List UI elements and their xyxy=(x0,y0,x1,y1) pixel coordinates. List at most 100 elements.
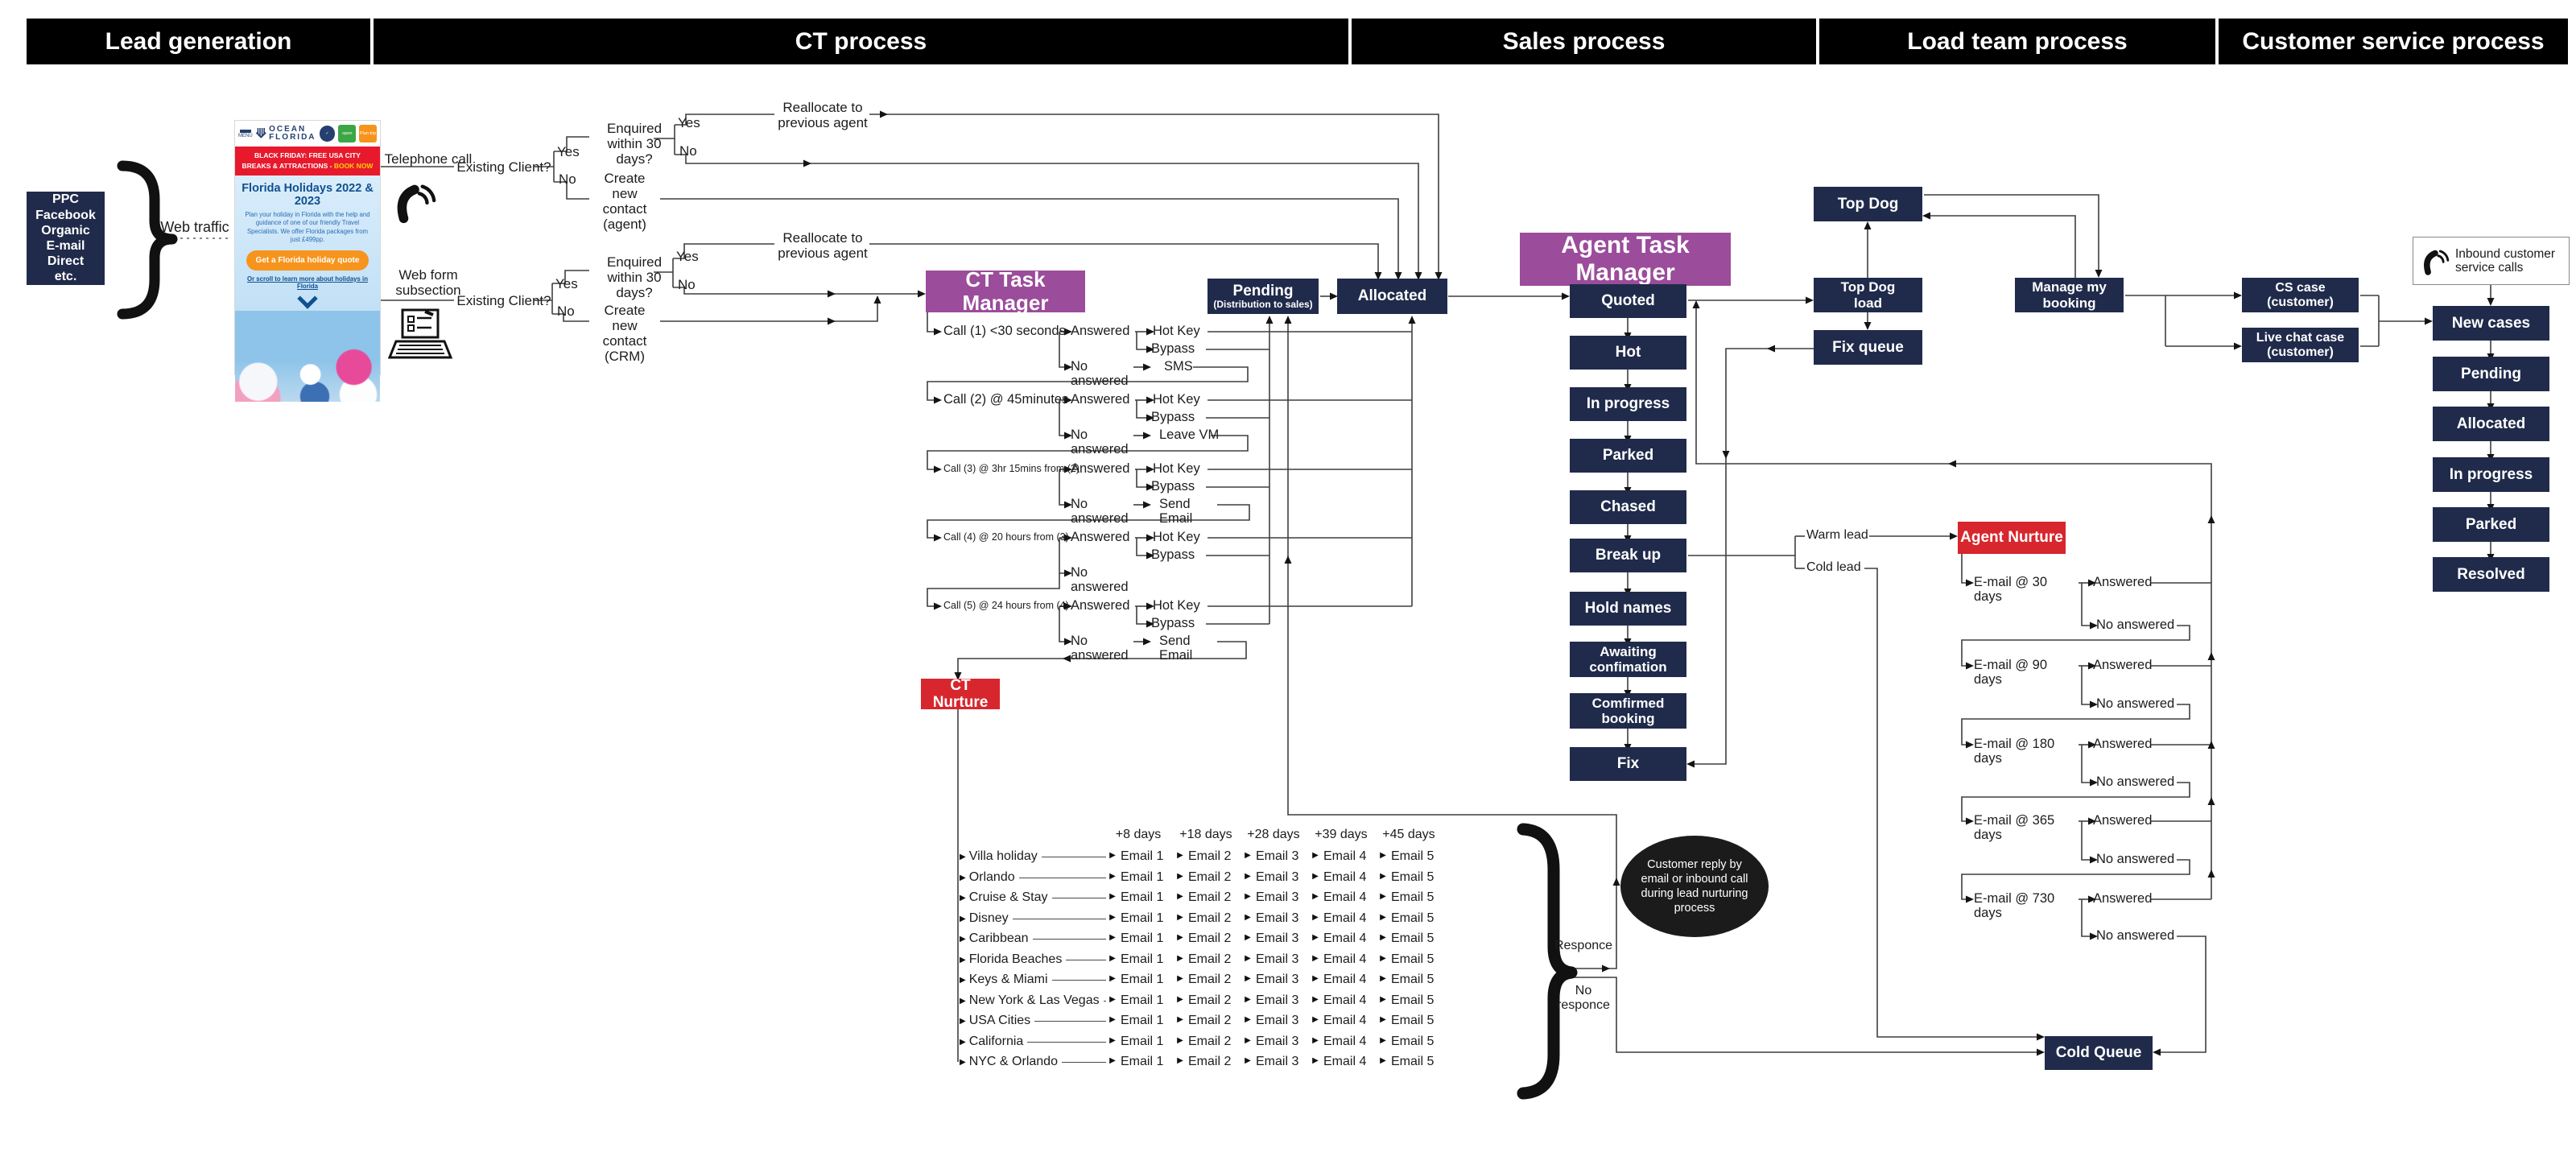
nurture-email-cell: Email 5 xyxy=(1391,1035,1435,1048)
responce-label: Responce xyxy=(1554,939,1613,952)
connector-line xyxy=(1061,1062,1106,1063)
arrow-icon: ▶ xyxy=(1380,974,1386,983)
arrow-icon: ▶ xyxy=(1380,995,1386,1004)
nurture-email-cell: Email 2 xyxy=(1188,952,1232,966)
logo-figure-icon: ⟱ xyxy=(255,127,267,141)
nurture-email-cell: Email 1 xyxy=(1121,911,1164,925)
bypass-label: Bypass xyxy=(1151,410,1195,424)
nurture-row-9: ▶California xyxy=(960,1035,1106,1049)
nurture-row-5: ▶Florida Beaches xyxy=(960,952,1106,967)
arrow-icon: ▶ xyxy=(1109,1015,1116,1024)
arrow-icon: ▶ xyxy=(1312,872,1319,881)
header-load-team-process: Load team process xyxy=(1819,19,2215,64)
nurture-row-8: ▶USA Cities xyxy=(960,1014,1106,1028)
allocated-box: Allocated xyxy=(1337,279,1447,314)
arrow-icon: ▶ xyxy=(1177,1036,1183,1045)
nurture-email-cell: Email 1 xyxy=(1121,1035,1164,1048)
sales-stage-9: Fix xyxy=(1570,747,1686,781)
no-answered-label: No answered xyxy=(2096,852,2175,866)
no-answered-label: No answered xyxy=(2096,696,2175,711)
sales-stage-0: Quoted xyxy=(1570,284,1686,318)
header-sales-process: Sales process xyxy=(1352,19,1816,64)
call-action-label-0: SMS xyxy=(1164,359,1193,374)
no-answered-label: No answered xyxy=(1071,565,1129,595)
web-form-computer-icon xyxy=(388,308,452,359)
arrow-icon: ▶ xyxy=(1109,1036,1116,1045)
arrow-icon: ▶ xyxy=(1245,974,1251,983)
nurture-email-cell: Email 4 xyxy=(1323,849,1367,863)
nurture-email-cell: Email 1 xyxy=(1121,849,1164,863)
connector-line xyxy=(1027,1042,1106,1043)
nurture-row-0: ▶Villa holiday xyxy=(960,849,1106,864)
no-label: No xyxy=(679,143,697,159)
arrow-icon: ▶ xyxy=(960,1057,966,1067)
sales-stage-5: Break up xyxy=(1570,539,1686,572)
yes-label: Yes xyxy=(678,115,700,130)
nurture-row-2: ▶Cruise & Stay xyxy=(960,890,1106,905)
scroll-link: Or scroll to learn more about holidays i… xyxy=(247,275,368,290)
arrow-icon: ▶ xyxy=(1245,1056,1251,1065)
hero-title: Florida Holidays 2022 & 2023 xyxy=(242,181,374,208)
arrow-icon: ▶ xyxy=(1109,974,1116,983)
arrow-icon: ▶ xyxy=(1380,1015,1386,1024)
nurture-destination: Villa holiday xyxy=(968,849,1038,863)
arrow-icon: ▶ xyxy=(960,873,966,882)
arrow-icon: ▶ xyxy=(1380,1056,1386,1065)
quote-button: Get a Florida holiday quote xyxy=(246,250,369,271)
nurture-email-cell: Email 3 xyxy=(1256,911,1299,925)
answered-label: Answered xyxy=(2093,575,2153,589)
nurture-email-cell: Email 4 xyxy=(1323,911,1367,925)
arrow-icon: ▶ xyxy=(1312,974,1319,983)
nurture-email-cell: Email 2 xyxy=(1188,931,1232,945)
arrow-icon: ▶ xyxy=(1109,954,1116,963)
lead-sources-box: PPC Facebook Organic E-mail Direct etc. xyxy=(27,192,105,285)
arrow-icon: ▶ xyxy=(1177,995,1183,1004)
nurture-column-header-1: +18 days xyxy=(1179,828,1232,841)
nurture-row-1: ▶Orlando xyxy=(960,870,1106,885)
existing-client-tel: Existing Client? xyxy=(456,159,551,175)
create-contact-agent: Create new contact (agent) xyxy=(602,171,647,233)
yes-label: Yes xyxy=(557,144,580,159)
sales-stage-1: Hot xyxy=(1570,336,1686,370)
sales-stage-8: Comfirmed booking xyxy=(1570,693,1686,729)
no-answered-label: No answered xyxy=(2096,928,2175,943)
sales-stage-3: Parked xyxy=(1570,439,1686,473)
nurture-email-cell: Email 5 xyxy=(1391,931,1435,945)
cs-stage-4: Parked xyxy=(2433,507,2549,542)
answered-label: Answered xyxy=(1071,324,1130,338)
call-row-label-0: Call (1) <30 seconds xyxy=(943,324,1066,338)
nurture-email-cell: Email 2 xyxy=(1188,1014,1232,1027)
sales-stage-7: Awaiting confimation xyxy=(1570,642,1686,677)
nurture-email-cell: Email 2 xyxy=(1188,993,1232,1007)
answered-label: Answered xyxy=(1071,392,1130,407)
nurture-email-cell: Email 1 xyxy=(1121,1014,1164,1027)
arrow-icon: ▶ xyxy=(1177,872,1183,881)
arrow-icon: ▶ xyxy=(1245,954,1251,963)
hot-key-label: Hot Key xyxy=(1153,530,1200,544)
arrow-icon: ▶ xyxy=(1245,1015,1251,1024)
arrow-icon: ▶ xyxy=(960,852,966,861)
no-answered-label: No answered xyxy=(2096,617,2175,632)
nurture-email-cell: Email 3 xyxy=(1256,1035,1299,1048)
arrow-icon: ▶ xyxy=(1312,954,1319,963)
cs-stage-5: Resolved xyxy=(2433,557,2549,592)
call-row-label-4: Call (5) @ 24 hours from (4) xyxy=(943,600,1069,611)
header-customer-service-process: Customer service process xyxy=(2219,19,2568,64)
nurture-email-cell: Email 5 xyxy=(1391,870,1435,884)
arrow-icon: ▶ xyxy=(1177,1056,1183,1065)
cs-stage-0: New cases xyxy=(2433,306,2549,341)
nurture-email-cell: Email 2 xyxy=(1188,1035,1232,1048)
hot-key-label: Hot Key xyxy=(1153,392,1200,407)
ct-task-manager-box: CT Task Manager xyxy=(926,267,1085,315)
arrow-icon: ▶ xyxy=(960,914,966,923)
hot-key-label: Hot Key xyxy=(1153,324,1200,338)
pending-distribution-box: Pending (Distribution to sales) xyxy=(1208,279,1319,314)
open-phone-button: open xyxy=(338,125,357,142)
nurture-email-cell: Email 2 xyxy=(1188,973,1232,986)
no-label: No xyxy=(559,171,576,187)
nurture-row-3: ▶Disney xyxy=(960,911,1106,926)
arrow-icon: ▶ xyxy=(960,1016,966,1026)
nurture-email-cell: Email 1 xyxy=(1121,952,1164,966)
